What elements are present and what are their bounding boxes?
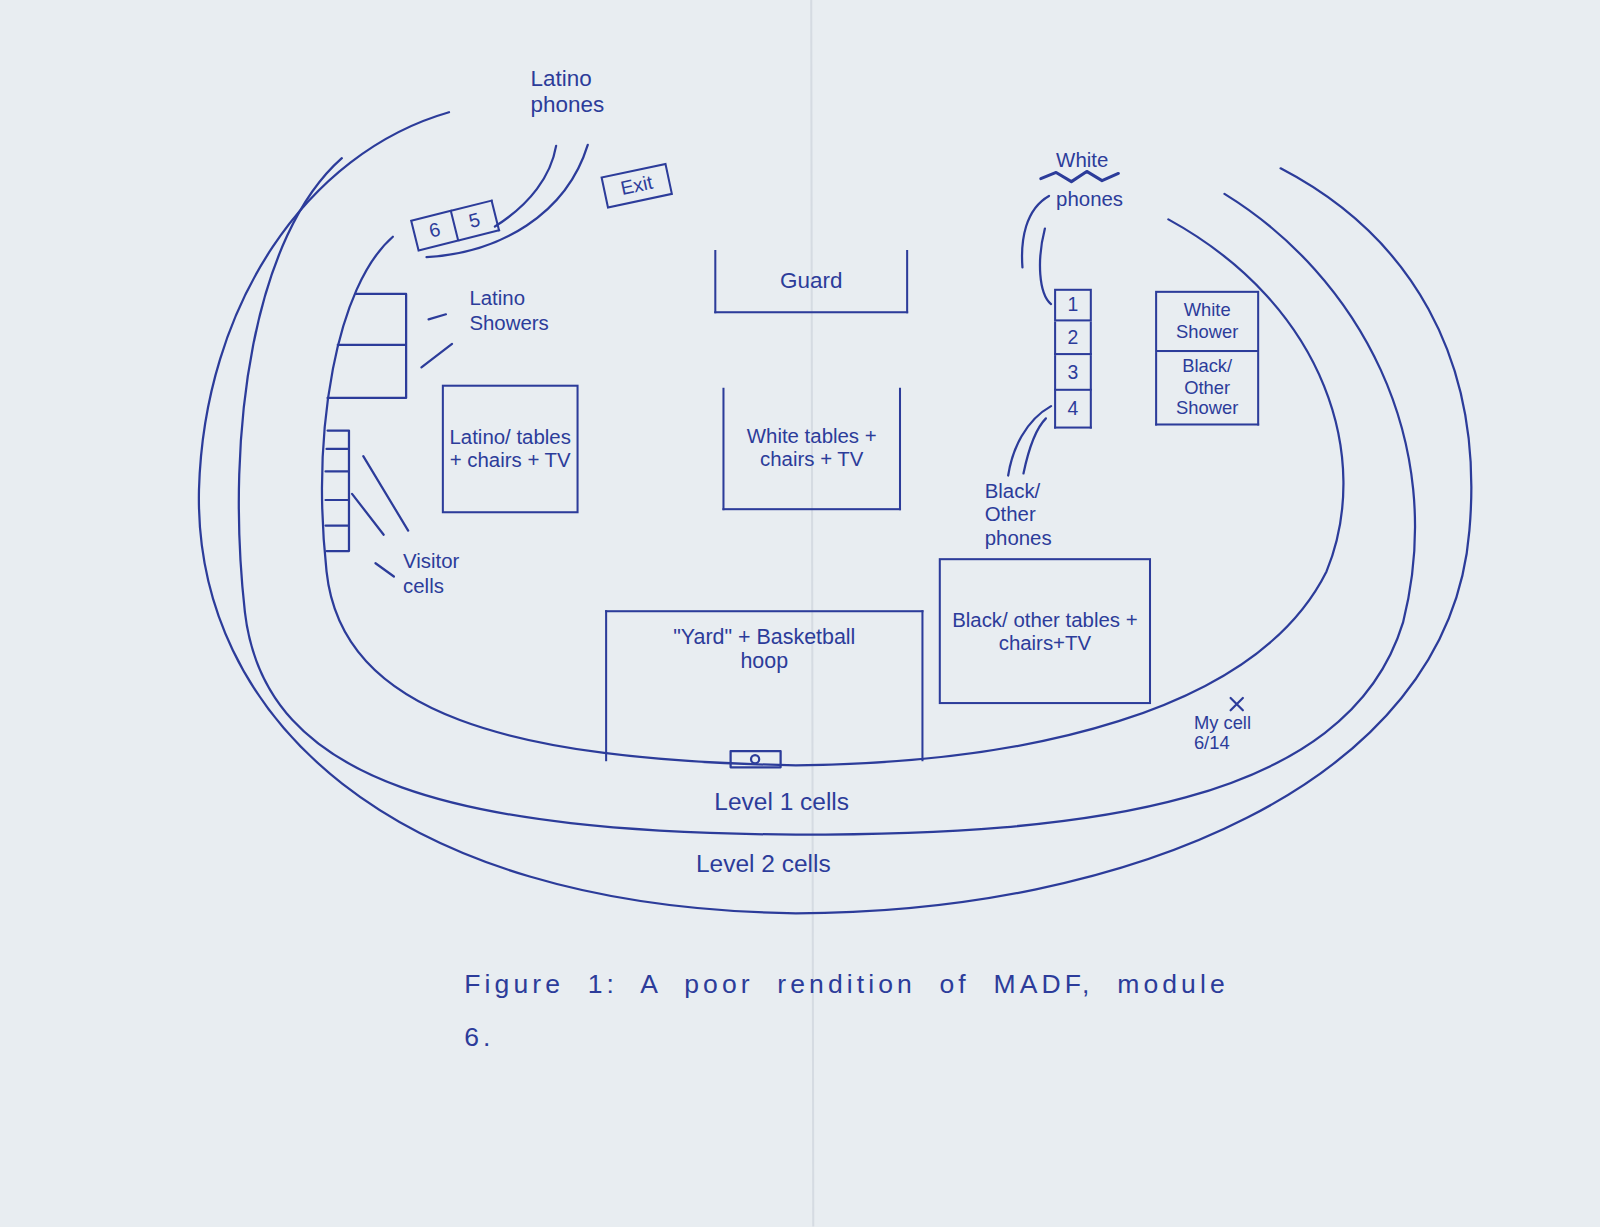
outer-ring <box>199 112 1471 913</box>
room-name: 4 <box>1068 398 1079 420</box>
room-name: 3 <box>1068 361 1079 383</box>
leader-line <box>1040 229 1051 305</box>
room-box: Black/ other tables + chairs+TV <box>939 558 1151 704</box>
basketball-hoop <box>731 751 781 767</box>
area-label: Level 1 cells <box>714 788 849 817</box>
leader-line <box>495 146 556 227</box>
area-label: Latino Showers <box>469 286 591 335</box>
area-label: White phones <box>1056 141 1158 219</box>
paper-fold <box>811 0 813 1227</box>
room-name: 6 <box>427 218 443 242</box>
room-name: "Yard" + Basketball hoop <box>672 624 856 673</box>
visitor-cell-row <box>326 431 349 551</box>
figure-caption: Figure 1: A poor rendition of MADF, modu… <box>464 957 1240 1063</box>
room-box: Guard <box>714 250 908 313</box>
room-box: Black/ Other Shower <box>1155 352 1259 425</box>
room-box: White Shower <box>1155 291 1259 352</box>
area-label: Black/ Other phones <box>985 480 1067 550</box>
room-box: 2 <box>1054 321 1092 355</box>
room-box: 5 <box>451 199 500 241</box>
room-box: 6 <box>410 210 459 252</box>
middle-ring <box>239 158 1415 835</box>
room-box: White tables + chairs + TV <box>722 388 901 510</box>
inner-ring <box>322 219 1343 765</box>
shower-stalls <box>328 294 407 398</box>
room-name: Black/ other tables + chairs+TV <box>944 608 1146 655</box>
leader-line <box>421 314 452 367</box>
crossed-out-word <box>1041 171 1119 181</box>
leader-line <box>352 456 408 576</box>
leader-line <box>1023 418 1045 473</box>
room-name: White Shower <box>1160 300 1254 342</box>
room-name: 5 <box>467 209 483 233</box>
area-label: Latino phones <box>531 65 648 119</box>
leader-line <box>427 145 588 257</box>
area-label: Visitor cells <box>403 549 505 598</box>
basketball-hoop <box>751 755 759 763</box>
leader-line <box>1008 406 1051 475</box>
room-box: 4 <box>1054 391 1092 429</box>
room-name: Exit <box>619 171 655 200</box>
room-name: Black/ Other Shower <box>1160 356 1254 419</box>
area-label: Level 2 cells <box>696 850 831 879</box>
cell-marker <box>1231 698 1243 710</box>
area-label: My cell 6/14 <box>1194 712 1271 753</box>
room-box: Latino/ tables + chairs + TV <box>442 385 579 514</box>
room-box: Exit <box>600 163 673 209</box>
room-name: 1 <box>1068 294 1079 316</box>
room-name: Latino/ tables + chairs + TV <box>447 426 574 473</box>
room-box: 3 <box>1054 355 1092 391</box>
room-box: "Yard" + Basketball hoop <box>605 610 923 761</box>
room-name: 2 <box>1068 326 1079 348</box>
room-box: 1 <box>1054 289 1092 322</box>
room-name: White tables + chairs + TV <box>728 424 896 471</box>
room-name: Guard <box>780 268 842 294</box>
